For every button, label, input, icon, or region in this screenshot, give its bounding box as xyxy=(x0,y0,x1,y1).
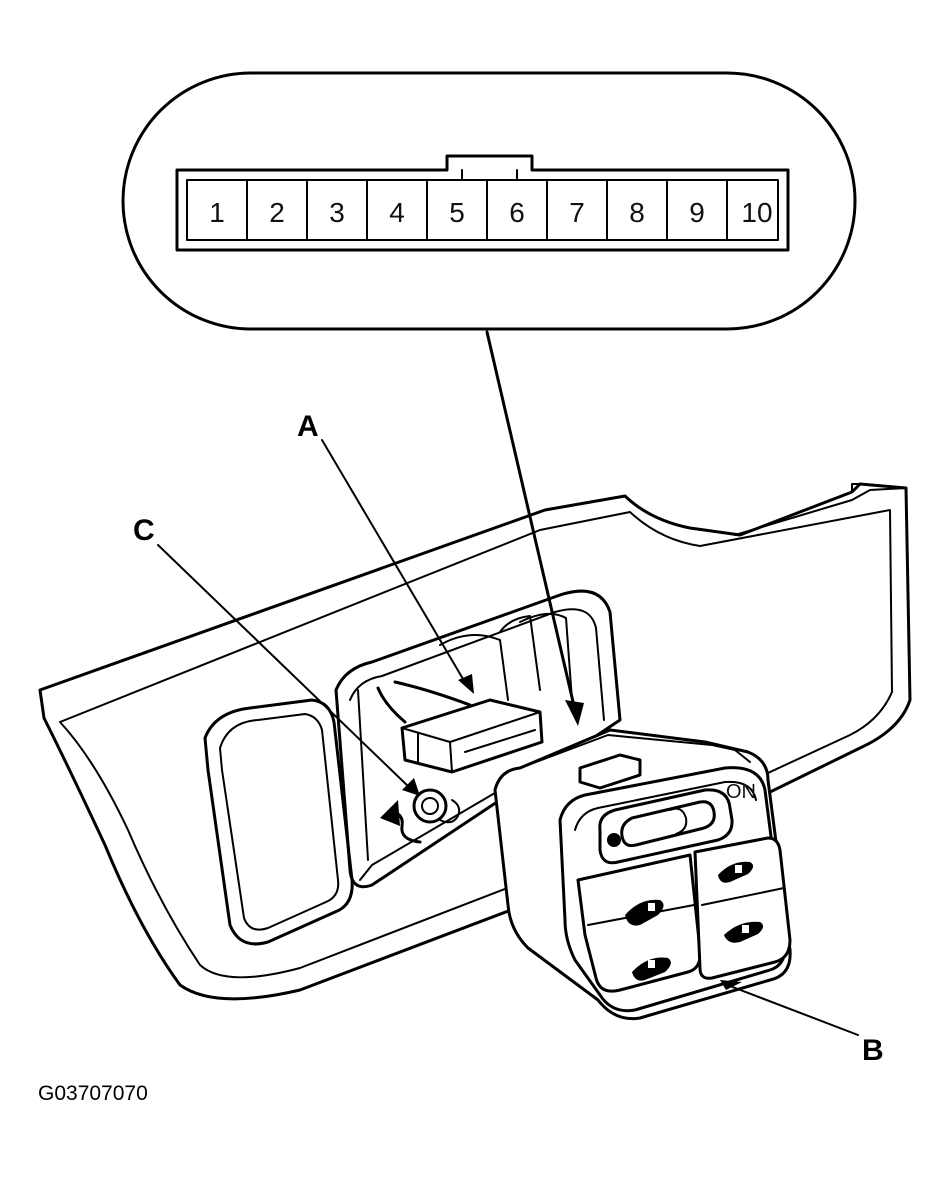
switch-wire-harness xyxy=(376,680,472,724)
armrest-switch-cavity xyxy=(334,589,622,889)
pin-label-4: 4 xyxy=(389,197,405,228)
pin-label-10: 10 xyxy=(741,197,772,228)
harness-connector-a xyxy=(400,698,544,774)
pin-label-8: 8 xyxy=(629,197,645,228)
armrest-inner-rim xyxy=(59,509,893,979)
leader-connector-to-switch xyxy=(485,330,576,708)
leader-b xyxy=(729,985,859,1036)
pin-label-9: 9 xyxy=(689,197,705,228)
connector-pins xyxy=(246,179,728,241)
pin-label-1: 1 xyxy=(209,197,225,228)
pin-label-6: 6 xyxy=(509,197,525,228)
indicator-light xyxy=(607,833,621,847)
connector-housing xyxy=(175,154,790,252)
connector-detail-bubble xyxy=(121,71,857,331)
leader-c xyxy=(157,544,411,789)
pin-label-2: 2 xyxy=(269,197,285,228)
power-window-switch-b: ON xyxy=(493,728,792,1021)
armrest-panel xyxy=(38,482,912,1001)
pin-label-5: 5 xyxy=(449,197,465,228)
leader-a xyxy=(321,439,467,685)
removal-direction-arrow xyxy=(380,800,422,844)
leader-lines xyxy=(157,330,859,1036)
pin-label-7: 7 xyxy=(569,197,585,228)
retaining-clip-c xyxy=(412,788,461,824)
callout-a: A xyxy=(297,410,319,443)
connector-inner-frame xyxy=(186,179,779,241)
pin-label-3: 3 xyxy=(329,197,345,228)
figure-id: G03707070 xyxy=(38,1082,148,1105)
window-glyph-icons xyxy=(625,861,764,981)
connector-detail-view: 1 2 3 4 5 6 7 8 9 10 xyxy=(121,71,857,331)
callout-b: B xyxy=(862,1034,884,1067)
callout-c: C xyxy=(133,514,155,547)
window-switch-paddle-front-right xyxy=(693,836,792,980)
lock-on-label: ON xyxy=(726,781,756,803)
